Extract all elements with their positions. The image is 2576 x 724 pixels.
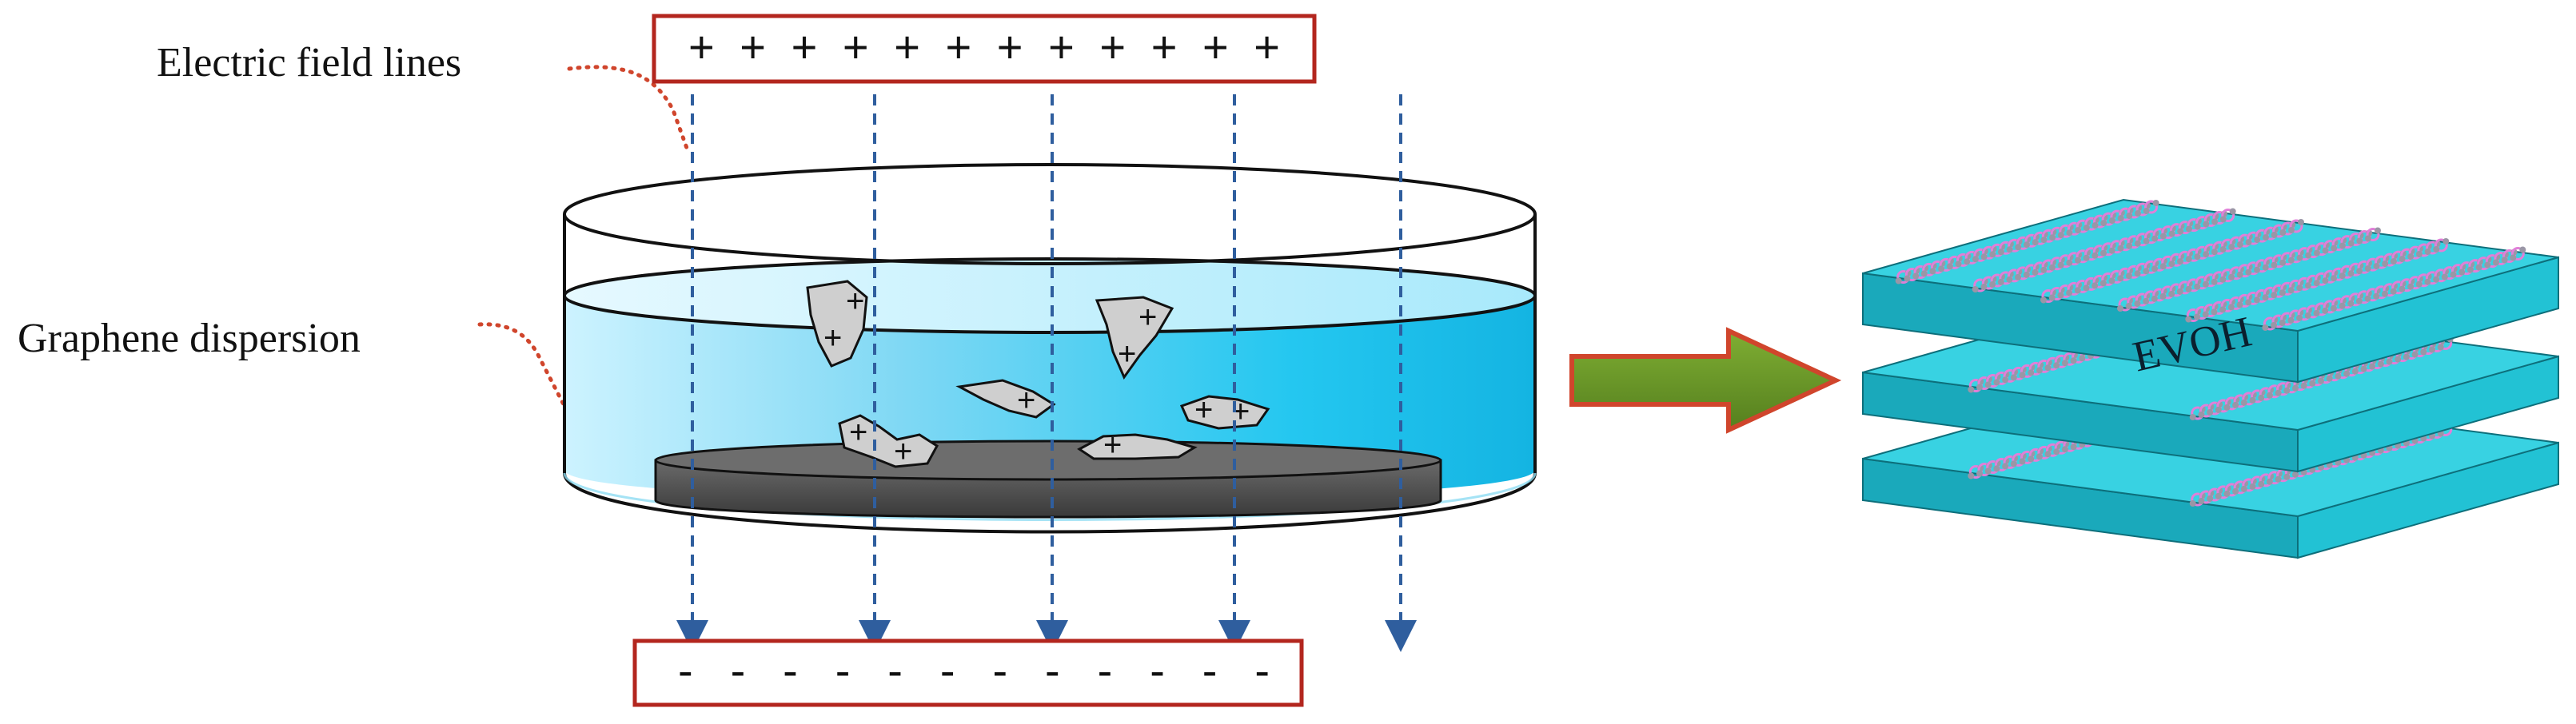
field-lines [676, 94, 1417, 652]
negative-charges: - - - - - - - - - - - - [678, 645, 1270, 695]
flake-charge: + [1017, 383, 1035, 418]
graphene-flake [1077, 433, 1198, 460]
flake-charge: + [1194, 392, 1213, 428]
liquid-surface [563, 257, 1537, 334]
field-lines-label: Electric field lines [157, 40, 461, 86]
graphene-flake [955, 379, 1056, 419]
graphene-lattice [1895, 200, 2526, 331]
graphene-flake [1095, 296, 1174, 380]
field-lines-leader [567, 65, 690, 153]
graphene-flakes: + + + + + + + + + + [806, 280, 1270, 469]
dispersion-label: Graphene dispersion [18, 316, 361, 361]
dish-rim [563, 163, 1537, 265]
dish-bottom [563, 472, 1537, 534]
flake-charge: + [846, 284, 864, 319]
right-arrow-icon [1569, 327, 1842, 434]
positive-electrode: + + + + + + + + + + + + [652, 14, 1317, 84]
flake-charge: + [894, 434, 912, 469]
flake-charge: + [1103, 428, 1122, 463]
negative-electrode: - - - - - - - - - - - - [632, 638, 1304, 707]
evoh-graphene-composite: EVOH [1862, 198, 2559, 559]
substrate-plate [654, 440, 1442, 519]
flake-charge: + [849, 415, 867, 450]
flake-charge: + [1138, 300, 1157, 335]
flake-charge: + [1118, 336, 1136, 372]
graphene-flake [806, 280, 868, 368]
dispersion-leader [477, 322, 568, 412]
positive-charges: + + + + + + + + + + + + [688, 22, 1280, 72]
graphene-flake [1179, 395, 1270, 430]
flake-charge: + [823, 320, 842, 356]
petri-dish: + + + + + + + + + + [563, 163, 1537, 534]
